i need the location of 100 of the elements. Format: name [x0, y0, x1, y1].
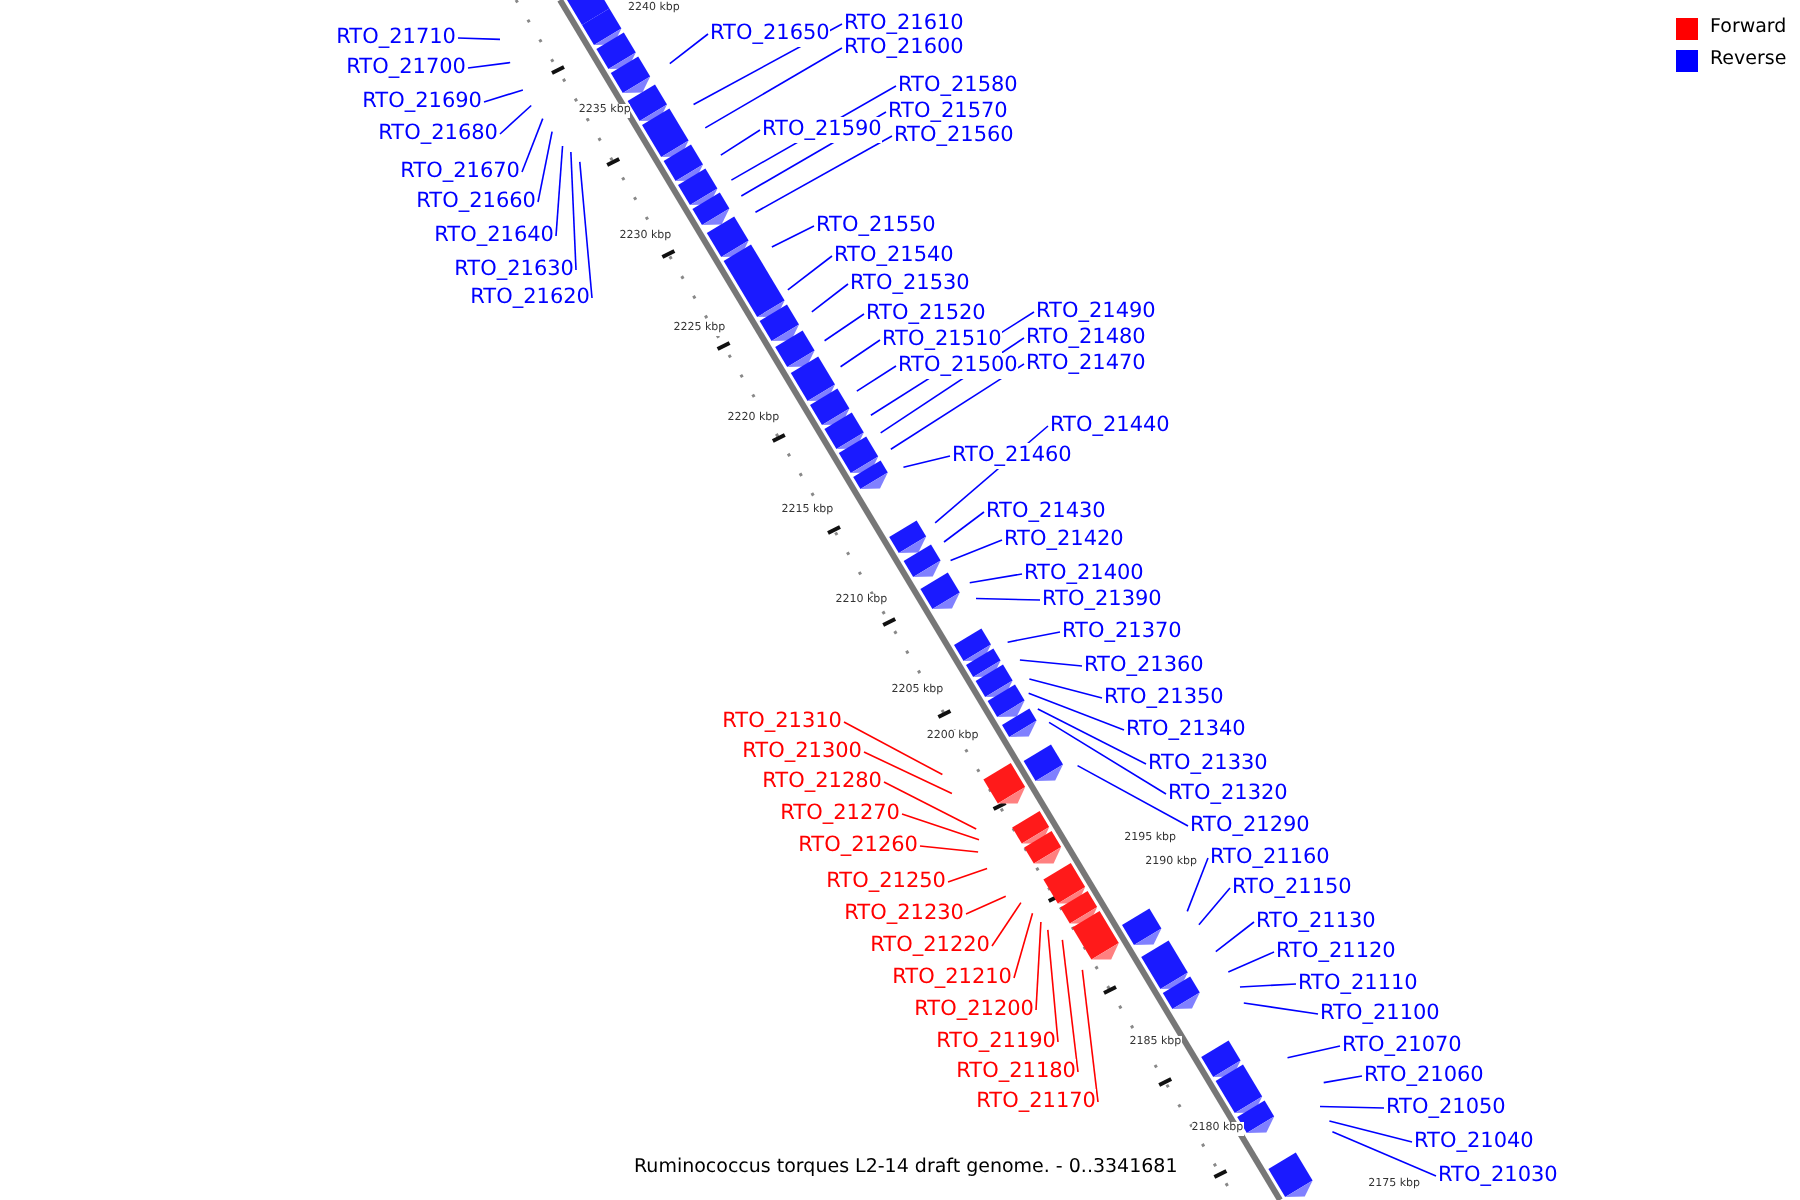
leader-line — [467, 61, 511, 69]
gene-label: RTO_21180 — [956, 1059, 1076, 1085]
leader-line — [1047, 929, 1059, 1043]
gene-label: RTO_21460 — [952, 443, 1072, 469]
gene-label: RTO_21310 — [722, 709, 842, 735]
gene-label: RTO_21650 — [710, 21, 830, 47]
leader-line — [863, 751, 953, 795]
gene-label: RTO_21250 — [826, 869, 946, 895]
leader-line — [943, 511, 985, 543]
gene-label: RTO_21470 — [1026, 351, 1146, 377]
leader-line — [839, 339, 881, 368]
gene-label: RTO_21050 — [1386, 1095, 1506, 1121]
leader-line — [1013, 912, 1034, 979]
leader-line — [1006, 631, 1061, 643]
gene-label: RTO_21670 — [400, 159, 520, 185]
leader-line — [1019, 659, 1083, 667]
gene-label: RTO_21660 — [416, 189, 536, 215]
gene-label: RTO_21710 — [336, 25, 456, 51]
leader-line — [1081, 969, 1099, 1103]
gene-label: RTO_21300 — [742, 739, 862, 765]
gene-label: RTO_21370 — [1062, 619, 1182, 645]
leader-line — [856, 365, 897, 392]
leader-line — [811, 283, 849, 313]
leader-line — [1331, 1131, 1437, 1177]
legend-label: Reverse — [1710, 48, 1787, 70]
gene-label: RTO_21480 — [1026, 325, 1146, 351]
gene-label: RTO_21690 — [362, 89, 482, 115]
leader-line — [579, 161, 593, 299]
leader-line — [823, 313, 865, 342]
gene-label: RTO_21600 — [844, 35, 964, 61]
gene-label: RTO_21160 — [1210, 845, 1330, 871]
leader-line — [883, 781, 977, 830]
gene-label: RTO_21640 — [434, 223, 554, 249]
gene-label: RTO_21100 — [1320, 1001, 1440, 1027]
leader-line — [975, 597, 1041, 601]
gene-label: RTO_21680 — [378, 121, 498, 147]
leader-line — [1037, 708, 1147, 765]
gene-label: RTO_21120 — [1276, 939, 1396, 965]
leader-line — [1286, 1045, 1341, 1059]
leader-line — [1028, 678, 1103, 699]
leader-line — [949, 539, 1003, 562]
leader-line — [919, 845, 979, 853]
gene-label: RTO_21580 — [898, 73, 1018, 99]
leader-line — [1061, 939, 1079, 1073]
leader-line — [1076, 764, 1189, 827]
gene-label: RTO_21260 — [798, 833, 918, 859]
gene-label: RTO_21540 — [834, 243, 954, 269]
gene-label: RTO_21170 — [976, 1089, 1096, 1115]
gene-label: RTO_21290 — [1190, 813, 1310, 839]
gene-label: RTO_21490 — [1036, 299, 1156, 325]
gene-label: RTO_21430 — [986, 499, 1106, 525]
leader-line — [901, 813, 980, 841]
gene-label: RTO_21210 — [892, 965, 1012, 991]
leader-line — [787, 255, 833, 291]
gene-label: RTO_21390 — [1042, 587, 1162, 613]
gene-label: RTO_21510 — [882, 327, 1002, 353]
gene-label: RTO_21520 — [866, 301, 986, 327]
leader-line — [902, 455, 951, 469]
gene-label: RTO_21070 — [1342, 1033, 1462, 1059]
leader-line — [1035, 921, 1042, 1011]
leader-line — [704, 47, 843, 129]
leader-line — [1319, 1105, 1385, 1109]
leader-line — [483, 89, 524, 103]
leader-line — [771, 225, 815, 248]
gene-label: RTO_21330 — [1148, 751, 1268, 777]
gene-label: RTO_21400 — [1024, 561, 1144, 587]
gene-label: RTO_21270 — [780, 801, 900, 827]
leader-line — [754, 135, 893, 214]
leader-line — [991, 901, 1022, 947]
gene-label: RTO_21320 — [1168, 781, 1288, 807]
leader-line — [555, 145, 564, 237]
gene-label: RTO_21350 — [1104, 685, 1224, 711]
gene-label: RTO_21560 — [894, 123, 1014, 149]
gene-label: RTO_21550 — [816, 213, 936, 239]
gene-label: RTO_21130 — [1256, 909, 1376, 935]
gene-label: RTO_21590 — [762, 117, 882, 143]
gene-label: RTO_21360 — [1084, 653, 1204, 679]
leader-line — [947, 867, 988, 883]
legend-label: Forward — [1710, 16, 1787, 38]
leader-line — [521, 117, 544, 173]
gene-label: RTO_21220 — [870, 933, 990, 959]
leader-line — [843, 721, 944, 776]
leader-line — [1322, 1075, 1363, 1084]
leader-line — [537, 130, 553, 203]
gene-label: RTO_21500 — [898, 353, 1018, 379]
gene-label: RTO_21150 — [1232, 875, 1352, 901]
leader-line — [1243, 1002, 1319, 1015]
leader-line — [1027, 692, 1125, 731]
gene-label: RTO_21620 — [470, 285, 590, 311]
leader-line — [720, 129, 761, 156]
gene-label: RTO_21190 — [936, 1029, 1056, 1055]
gene-label: RTO_21230 — [844, 901, 964, 927]
leader-line — [1227, 951, 1275, 973]
gene-label: RTO_21530 — [850, 271, 970, 297]
leader-line — [457, 37, 501, 41]
leader-line — [965, 895, 1007, 915]
gene-label: RTO_21440 — [1050, 413, 1170, 439]
gene-label: RTO_21040 — [1414, 1129, 1534, 1155]
gene-label: RTO_21110 — [1298, 971, 1418, 997]
gene-label: RTO_21420 — [1004, 527, 1124, 553]
